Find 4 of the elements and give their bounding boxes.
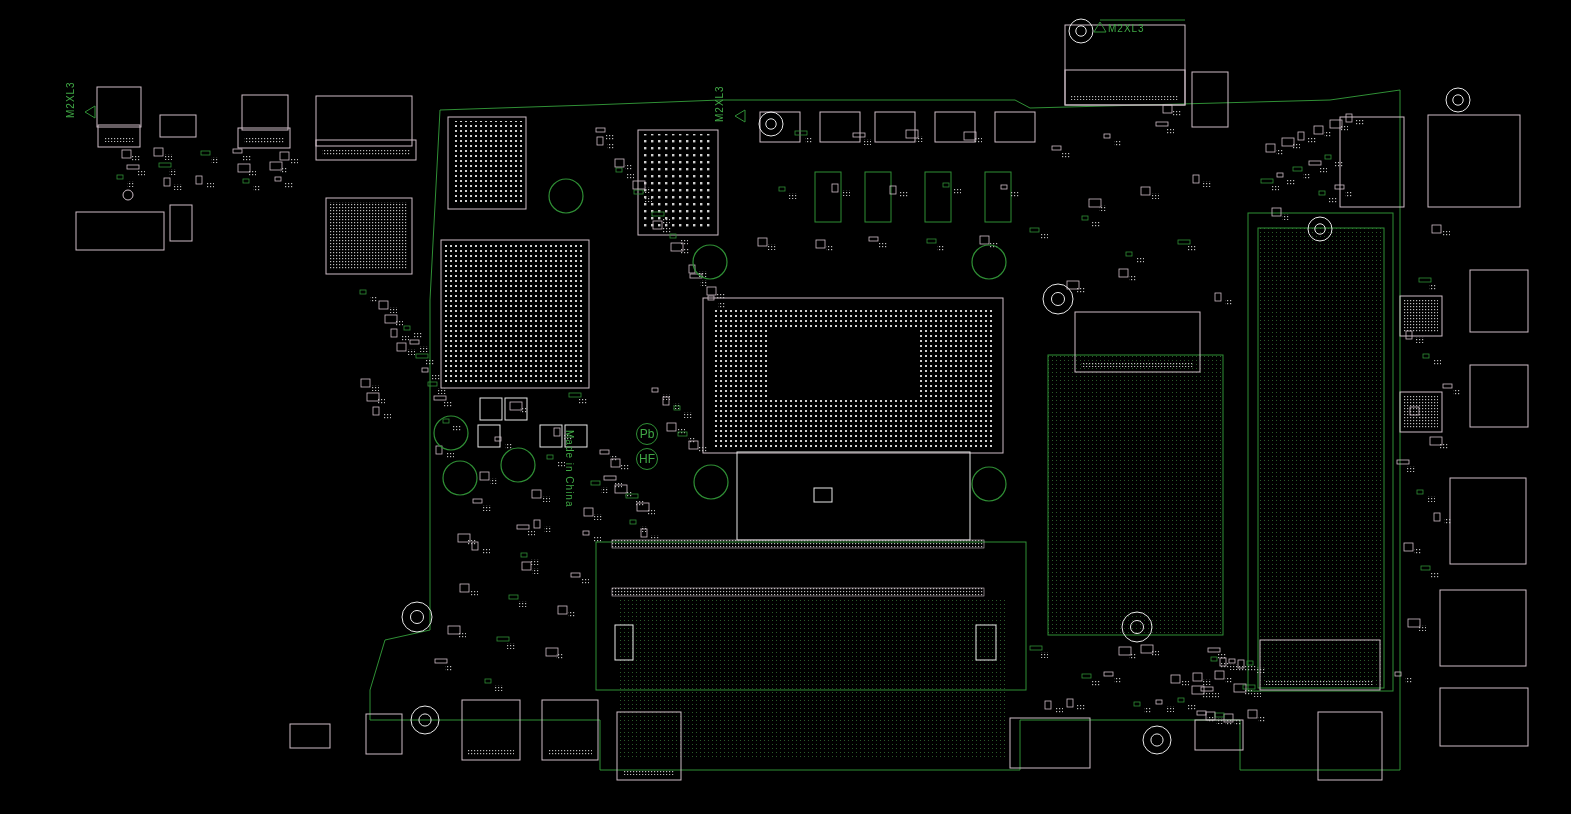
silkscreen-text: M2XL3 — [715, 85, 725, 122]
silkscreen-text: M2XL3 — [1108, 24, 1145, 34]
silkscreen-text: Made in China — [564, 430, 574, 508]
silkscreen-text: M2XL3 — [66, 81, 76, 118]
